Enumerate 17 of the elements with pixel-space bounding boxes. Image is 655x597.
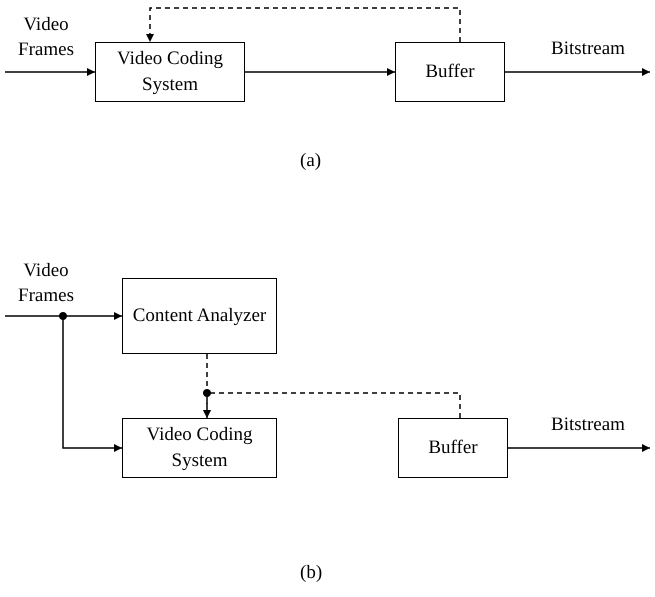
arrow	[508, 444, 650, 452]
arrow	[5, 68, 95, 76]
box-label: Buffer	[427, 436, 479, 460]
process-box	[122, 418, 277, 478]
process-box	[95, 42, 245, 102]
process-box	[395, 42, 505, 102]
box-label: Content Analyzer	[132, 304, 268, 328]
box-label: Video Coding System	[116, 47, 224, 97]
box-label: Video Coding System	[146, 423, 254, 473]
process-box	[398, 418, 508, 478]
arrow	[146, 7, 461, 42]
arrow	[505, 68, 650, 76]
box-label: Buffer	[424, 60, 476, 84]
arrow	[5, 312, 122, 320]
process-box	[122, 278, 277, 354]
arrow	[203, 392, 461, 418]
arrow	[245, 68, 395, 76]
